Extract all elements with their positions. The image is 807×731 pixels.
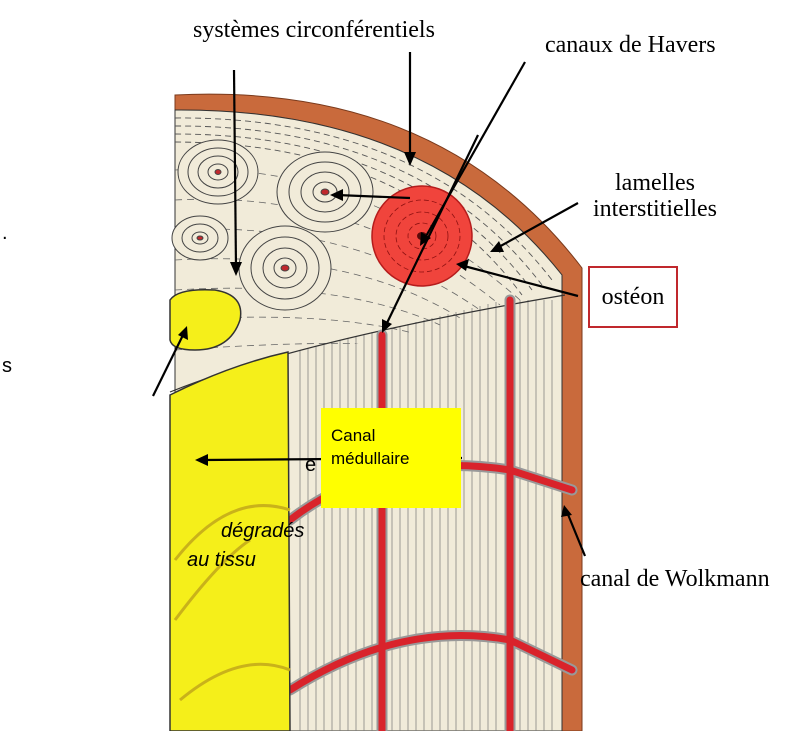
label-haversian-canals: canaux de Havers (545, 32, 716, 58)
osteon-small-4 (239, 226, 331, 310)
fragment-au-tissu: au tissu (187, 549, 256, 572)
label-canal-line1: Canal (331, 424, 461, 447)
osteon-small-1 (178, 140, 258, 204)
fragment-degrades: dégradés (221, 520, 304, 543)
label-interstitial-line1: lamelles (580, 170, 730, 196)
label-canal-line2: médullaire (331, 447, 461, 470)
fragment-dot: . (2, 222, 8, 245)
fragment-e: e (305, 454, 316, 477)
label-osteon: ostéon (588, 266, 678, 328)
fragment-s: s (2, 355, 12, 378)
label-medullary-canal: Canal médullaire (321, 408, 461, 508)
osteon-small-2 (277, 152, 373, 232)
label-interstitial-lamellae: lamelles interstitielles (580, 170, 730, 222)
osteon-small-3 (172, 216, 228, 260)
label-interstitial-line2: interstitielles (580, 196, 730, 222)
label-wolkmann-canal: canal de Wolkmann (580, 566, 770, 592)
label-circumferential-systems: systèmes circonférentiels (193, 17, 435, 43)
